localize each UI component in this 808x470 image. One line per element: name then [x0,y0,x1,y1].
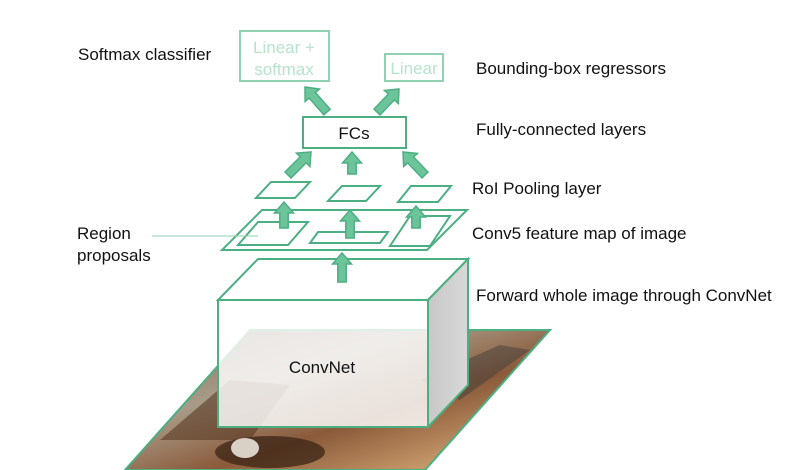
arrow-image-to-conv5 [330,251,354,283]
region-proposal-left [235,221,311,246]
linear-softmax-label-line1: Linear + [253,38,315,57]
label-region: Region [77,224,131,243]
fcs-label: FCs [338,124,369,143]
label-fully-connected: Fully-connected layers [476,120,646,139]
arrow-roi-to-fc-left [283,151,312,180]
label-conv5: Conv5 feature map of image [472,224,687,243]
roi-pooled-features [253,181,454,203]
arrow-roi-to-fc-mid [340,150,364,175]
linear-softmax-box [239,30,330,82]
fcs-box [302,116,407,149]
linear-label: Linear [390,59,438,78]
arrow-roi-left [272,200,296,229]
arrow-roi-to-fc-right [402,151,430,179]
arrow-roi-right [404,204,428,229]
region-proposal-right [388,215,452,247]
label-roi-pooling: RoI Pooling layer [472,179,602,198]
label-bbox-regressors: Bounding-box regressors [476,59,666,78]
label-proposals: proposals [77,246,151,265]
arrow-fc-to-softmax [304,86,332,116]
linear-softmax-label-line2: softmax [254,60,314,79]
arrow-fc-to-linear [372,88,400,116]
label-forward: Forward whole image through ConvNet [476,286,772,305]
linear-box [384,53,444,82]
arrow-roi-middle [338,208,362,239]
label-softmax-classifier: Softmax classifier [78,45,212,64]
convnet-box [215,256,471,430]
flow-arrows [272,86,430,283]
convnet-label: ConvNet [289,358,355,377]
